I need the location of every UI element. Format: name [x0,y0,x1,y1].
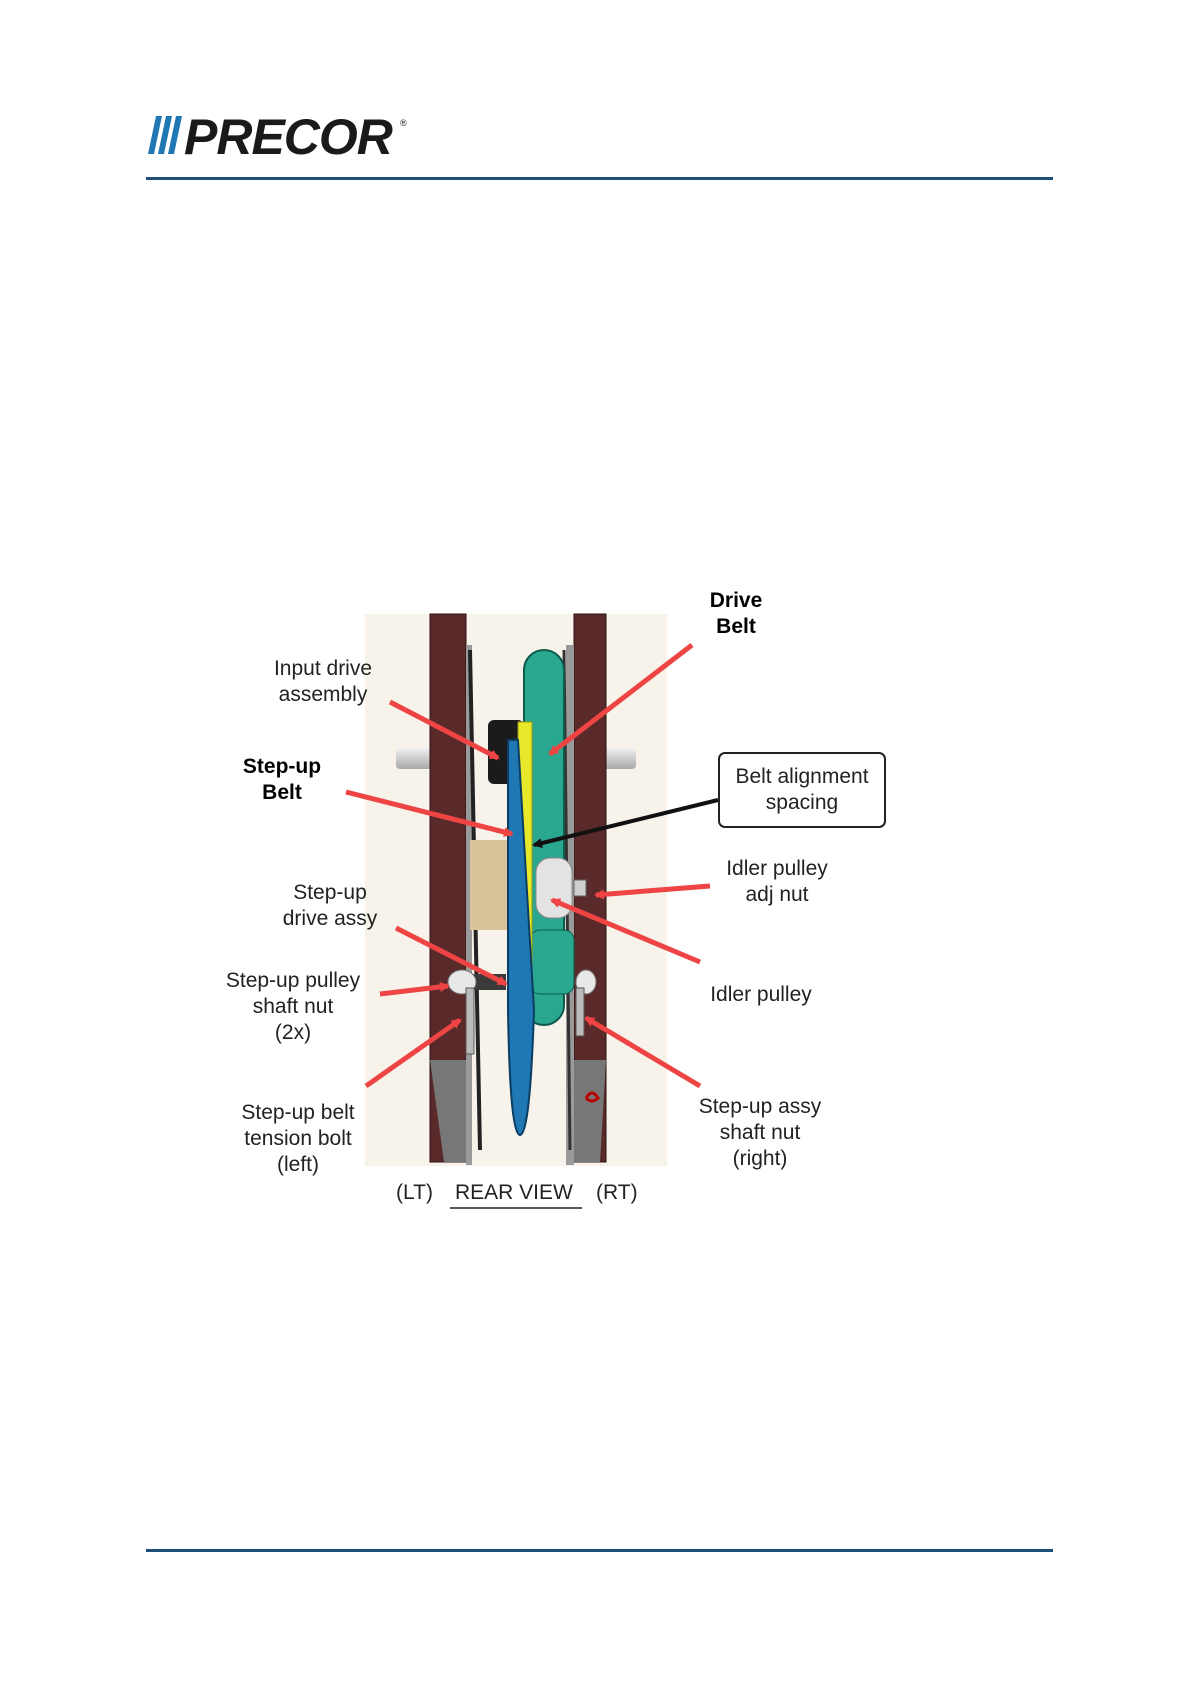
label-step-up-pulley-shaft-nut: Step-up pulley shaft nut (2x) [218,968,368,1046]
drive-belt-lower [530,930,574,994]
caption-rear-view: REAR VIEW [455,1181,573,1205]
label-input-drive-assembly: Input drive assembly [258,656,388,708]
label-belt-alignment-spacing: Belt alignment spacing [718,764,886,816]
label-step-up-drive-assy: Step-up drive assy [270,880,390,932]
idler-pulley-shape [536,858,572,918]
caption-right: (RT) [596,1181,638,1205]
label-idler-pulley-adj-nut: Idler pulley adj nut [712,856,842,908]
tension-bolt-right [576,988,584,1036]
footer-rule [146,1549,1053,1552]
tan-block [470,840,510,930]
label-idler-pulley: Idler pulley [706,982,816,1008]
idler-adj-nut [574,880,586,896]
label-step-up-belt: Step-up Belt [232,754,332,806]
caption-left: (LT) [396,1181,433,1205]
label-drive-belt: Drive Belt [696,588,776,640]
label-step-up-assy-shaft-nut: Step-up assy shaft nut (right) [692,1094,828,1172]
tension-bolt-left [466,988,474,1054]
label-step-up-belt-tension-bolt: Step-up belt tension bolt (left) [230,1100,366,1178]
